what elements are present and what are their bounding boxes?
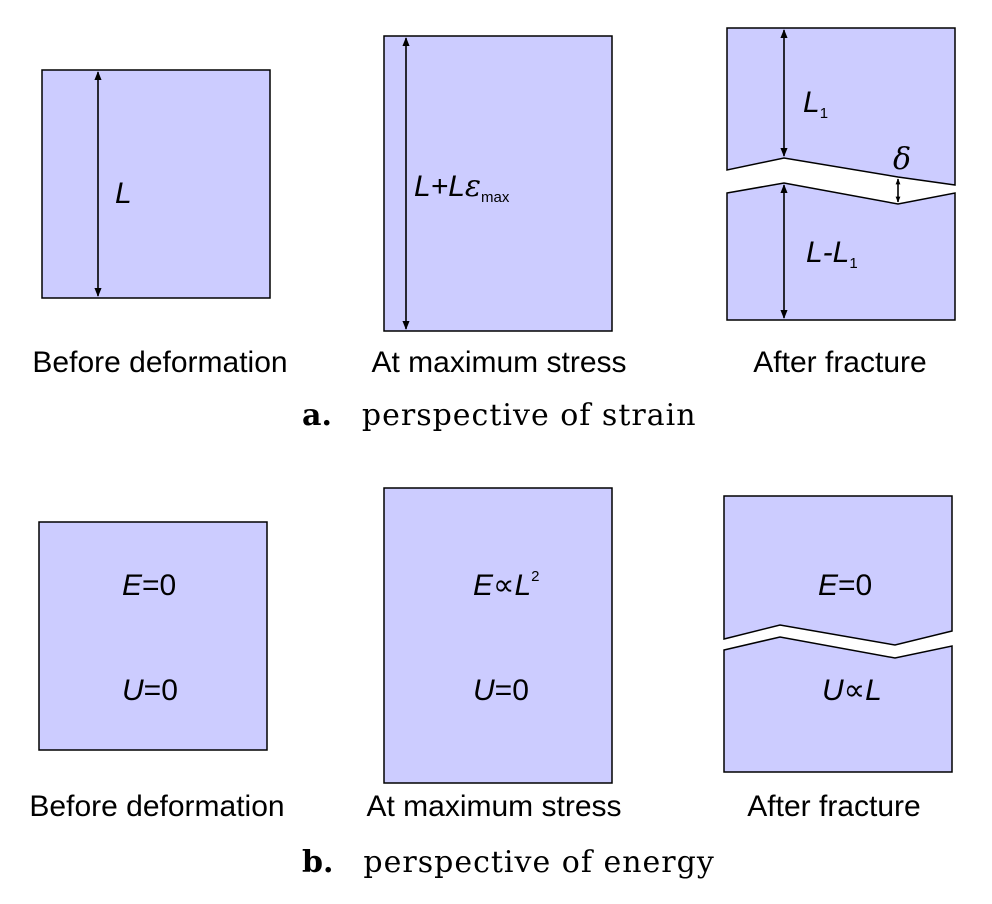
specimen-after-fracture-energy: E=0 U∝L After fracture bbox=[723, 495, 953, 823]
upper-length-label: L1 bbox=[803, 86, 828, 122]
length-term: L+L bbox=[414, 170, 465, 203]
caption-text-a: perspective of strain bbox=[362, 398, 697, 433]
specimen-after-fracture-strain: L1 L-L1 δ After fracture bbox=[726, 27, 956, 379]
caption-letter-b: b. bbox=[302, 845, 333, 880]
stage-label-before: Before deformation bbox=[29, 790, 284, 823]
stage-label-max: At maximum stress bbox=[371, 346, 626, 379]
specimen-block bbox=[383, 35, 613, 332]
lower-length-label: L-L1 bbox=[806, 236, 858, 272]
length-label: L bbox=[115, 177, 132, 210]
gap-label: δ bbox=[893, 142, 911, 177]
specimen-block bbox=[41, 69, 271, 299]
upper-fragment bbox=[726, 27, 956, 186]
strain-subscript: max bbox=[481, 189, 510, 206]
upper-fragment bbox=[723, 495, 953, 646]
elastic-energy-label: E=0 bbox=[818, 569, 872, 602]
surface-energy-label: U∝L bbox=[822, 674, 882, 707]
surface-energy-label: U=0 bbox=[122, 674, 178, 707]
surface-energy-label: U=0 bbox=[473, 674, 529, 707]
panel-a: L Before deformation L+Lεmax At maximum … bbox=[32, 27, 956, 433]
stage-label-before: Before deformation bbox=[32, 346, 287, 379]
specimen-maximum-stress-energy: E∝L2 U=0 At maximum stress bbox=[366, 487, 622, 823]
panel-b: E=0 U=0 Before deformation E∝L2 U=0 At m… bbox=[29, 487, 953, 880]
elastic-energy-label: E=0 bbox=[122, 569, 176, 602]
caption-a: a. perspective of strain bbox=[302, 398, 697, 433]
caption-b: b. perspective of energy bbox=[302, 845, 715, 880]
stage-label-after: After fracture bbox=[753, 346, 926, 379]
specimen-block bbox=[383, 487, 613, 784]
strain-symbol: ε bbox=[465, 169, 481, 204]
stage-label-after: After fracture bbox=[747, 790, 920, 823]
elongated-length-label: L+Lεmax bbox=[414, 169, 510, 206]
lower-fragment bbox=[723, 636, 953, 773]
elastic-energy-label: E∝L2 bbox=[473, 568, 539, 602]
specimen-before-deformation-strain: L Before deformation bbox=[32, 69, 288, 379]
specimen-before-deformation-energy: E=0 U=0 Before deformation bbox=[29, 521, 285, 823]
specimen-maximum-stress-strain: L+Lεmax At maximum stress bbox=[371, 35, 627, 379]
caption-letter-a: a. bbox=[302, 398, 332, 433]
caption-text-b: perspective of energy bbox=[363, 845, 714, 880]
stage-label-max: At maximum stress bbox=[366, 790, 621, 823]
specimen-block bbox=[38, 521, 268, 751]
